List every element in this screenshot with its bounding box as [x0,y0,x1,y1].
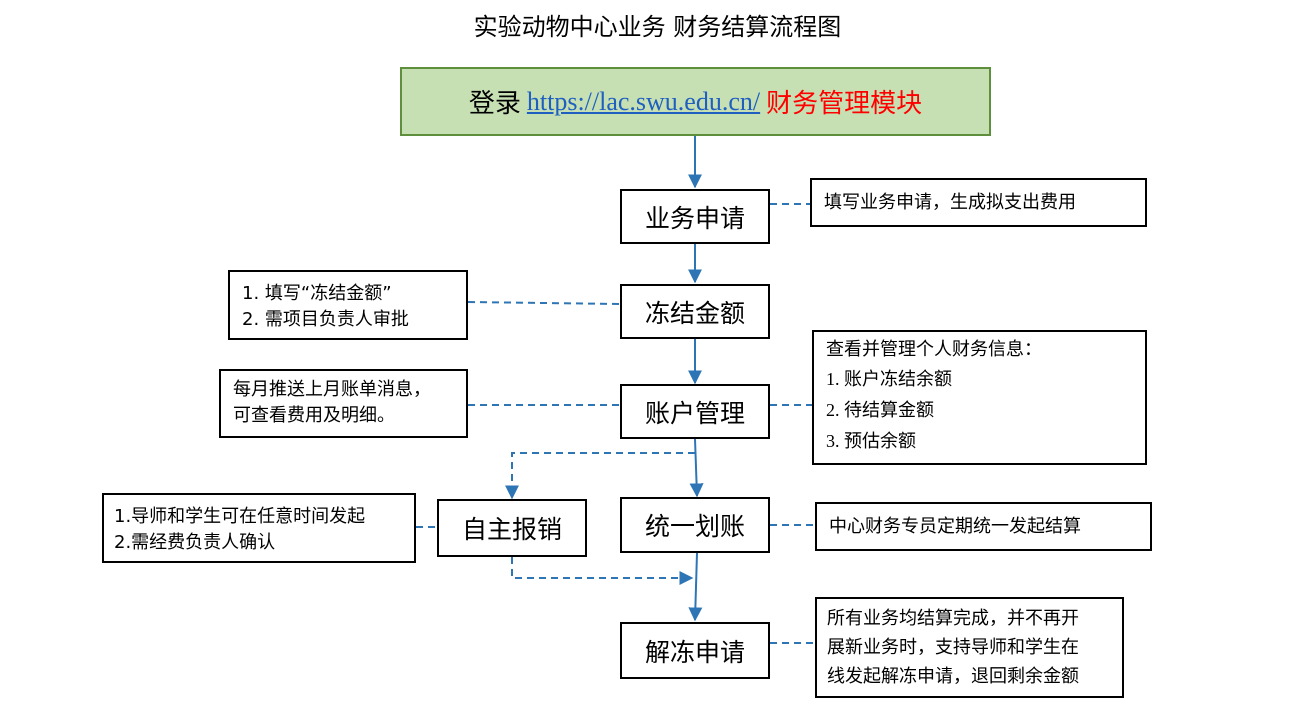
note-self-reimburse-line: 2.需经费负责人确认 [114,532,276,553]
finance-module-link[interactable]: https://lac.swu.edu.cn/ [526,86,761,116]
note-account-info-heading: 查看并管理个人财务信息： [826,339,1042,360]
login-prefix: 登录 [468,89,521,119]
note-freeze-line: 2. 需项目负责人审批 [242,309,409,330]
note-unfreeze: 所有业务均结算完成，并不再开 展新业务时，支持导师和学生在 线发起解冻申请，退回… [815,597,1124,698]
note-account-info-item: 2. 待结算金额 [826,400,934,420]
note-account-info: 查看并管理个人财务信息： 1. 账户冻结余额 2. 待结算金额 3. 预估余额 [812,330,1147,465]
note-monthly-line: 可查看费用及明细。 [233,405,395,426]
note-account-info-item: 3. 预估余额 [826,431,916,451]
arrow-unified-to-unfreeze [688,552,703,622]
dashed-branch-from-self [511,557,694,585]
login-module-name: 财务管理模块 [766,89,923,119]
note-monthly-line: 每月推送上月账单消息， [233,379,431,400]
note-unified-transfer: 中心财务专员定期统一发起结算 [815,502,1152,551]
note-self-reimburse-line: 1.导师和学生可在任意时间发起 [114,506,366,527]
link-freeze-note [467,301,622,305]
arrow-account-to-unified [689,438,704,498]
step-self-reimburse-label: 自主报销 [461,515,562,544]
step-unfreeze-apply-label: 解冻申请 [644,637,745,667]
note-unified-transfer-text: 中心财务专员定期统一发起结算 [829,516,1081,537]
note-unfreeze-line: 线发起解冻申请，退回剩余金额 [827,666,1079,687]
note-business-apply-text: 填写业务申请，生成拟支出费用 [824,192,1076,213]
step-unified-transfer-label: 统一划账 [644,512,745,541]
note-monthly-bill: 每月推送上月账单消息， 可查看费用及明细。 [219,369,468,438]
step-self-reimburse: 自主报销 [437,499,587,557]
step-business-apply-label: 业务申请 [644,203,745,233]
step-unfreeze-apply: 解冻申请 [620,622,770,679]
note-unfreeze-line: 所有业务均结算完成，并不再开 [827,608,1079,629]
step-unified-transfer: 统一划账 [620,497,770,553]
step-account-manage-label: 账户管理 [644,398,745,428]
step-account-manage: 账户管理 [620,384,770,439]
note-freeze: 1. 填写“冻结金额” 2. 需项目负责人审批 [228,270,468,340]
note-self-reimburse: 1.导师和学生可在任意时间发起 2.需经费负责人确认 [102,493,416,563]
dashed-branch-to-self [505,452,695,500]
step-business-apply: 业务申请 [620,189,770,244]
login-banner: 登录 https://lac.swu.edu.cn/ 财务管理模块 [400,67,991,136]
note-freeze-line: 1. 填写“冻结金额” [242,283,392,304]
note-unfreeze-line: 展新业务时，支持导师和学生在 [827,637,1079,658]
step-freeze-amount-label: 冻结金额 [644,298,745,328]
note-account-info-item: 1. 账户冻结余额 [826,369,952,389]
note-business-apply: 填写业务申请，生成拟支出费用 [810,178,1147,227]
page-title: 实验动物中心业务 财务结算流程图 [473,13,842,41]
step-freeze-amount: 冻结金额 [620,284,770,339]
